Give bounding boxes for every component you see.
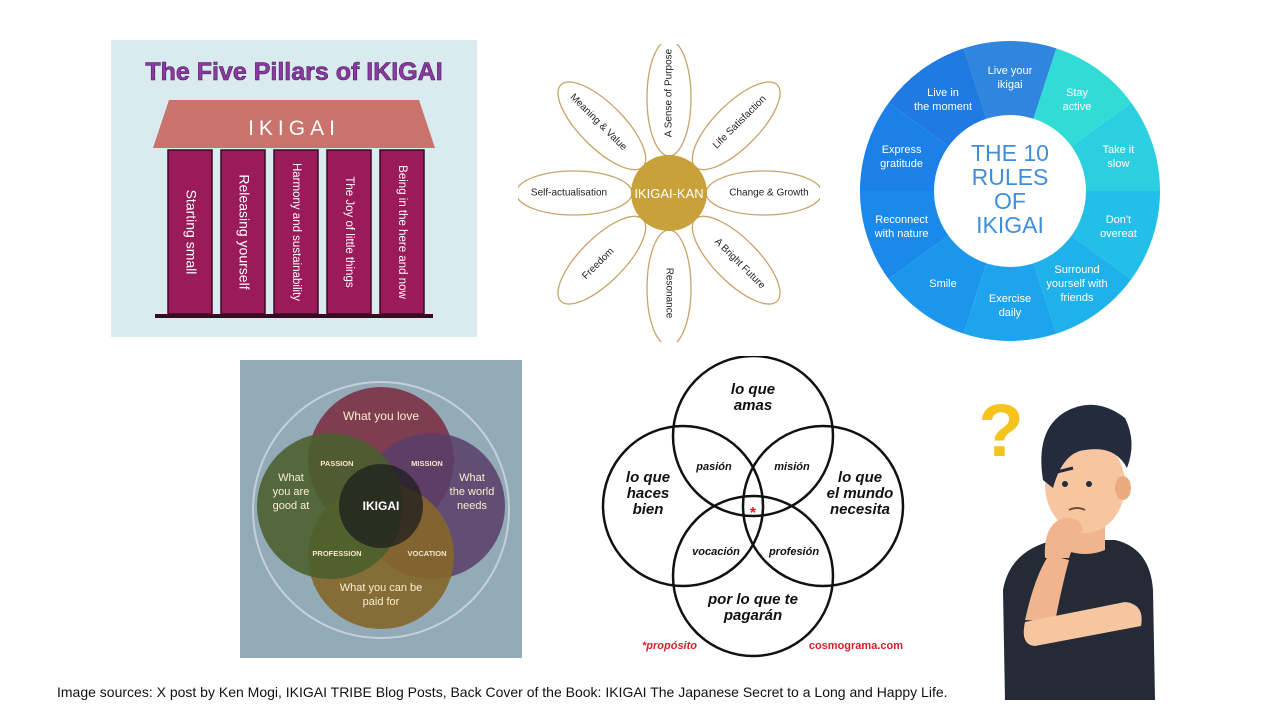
venn-profession: PROFESSION bbox=[312, 549, 361, 558]
flower-petal-label: Self-actualisation bbox=[531, 188, 607, 199]
es-site: cosmograma.com bbox=[809, 640, 903, 652]
venn-passion: PASSION bbox=[320, 459, 353, 468]
pillar-label: The Joy of little things bbox=[343, 176, 355, 287]
es-mision: misión bbox=[774, 461, 810, 473]
question-mark-icon: ? bbox=[978, 390, 1023, 472]
person-mouth bbox=[1068, 507, 1086, 511]
rules-title-line: THE 10 bbox=[971, 140, 1049, 166]
circle-pagaran bbox=[671, 494, 835, 658]
circle-amas bbox=[671, 354, 835, 518]
pillars-roof bbox=[153, 100, 435, 148]
rules-title-line: OF bbox=[994, 188, 1026, 214]
pillar-label: Starting small bbox=[183, 190, 199, 275]
person-crossed-arm bbox=[1023, 602, 1142, 646]
person-ear bbox=[1115, 476, 1131, 500]
flower-petal-label: A Sense of Purpose bbox=[664, 48, 675, 137]
es-vocacion: vocación bbox=[692, 546, 740, 558]
person-eye-left bbox=[1062, 481, 1068, 487]
venn-love-label: What you love bbox=[343, 409, 419, 423]
pillar-label: Releasing yourself bbox=[236, 174, 252, 289]
image-sources-caption: Image sources: X post by Ken Mogi, IKIGA… bbox=[57, 684, 948, 700]
es-profesion: profesión bbox=[768, 546, 819, 558]
rules-title-line: IKIGAI bbox=[976, 212, 1044, 238]
five-pillars-panel: The Five Pillars of IKIGAI IKIGAI Starti… bbox=[111, 40, 477, 337]
venn-outline bbox=[252, 381, 510, 639]
pillars-title: The Five Pillars of IKIGAI bbox=[145, 58, 442, 86]
person-brow bbox=[1056, 466, 1074, 474]
pillar-columns: Starting small Releasing yourself Harmony … bbox=[155, 149, 433, 318]
venn-mission: MISSION bbox=[411, 459, 443, 468]
rules-center-disc bbox=[934, 115, 1086, 267]
flower-center-label: IKIGAI-KAN bbox=[634, 186, 703, 201]
venn-center-label: IKIGAI bbox=[363, 499, 400, 513]
pillars-base bbox=[155, 314, 433, 318]
pillar-column bbox=[220, 149, 266, 315]
pillar-label: Harmony and sustainability bbox=[290, 163, 302, 301]
flower-petal-label: Resonance bbox=[663, 268, 674, 319]
pillars-roof-label: IKIGAI bbox=[248, 117, 340, 140]
pillar-label: Being in the here and now bbox=[396, 165, 408, 299]
person-hand bbox=[1044, 517, 1083, 558]
rules-title-line: RULES bbox=[972, 164, 1049, 190]
five-pillars-diagram: The Five Pillars of IKIGAI IKIGAI Starti… bbox=[111, 40, 477, 337]
circle-mundo bbox=[741, 424, 905, 588]
venn-vocation: VOCATION bbox=[407, 549, 446, 558]
venn-core bbox=[339, 464, 423, 548]
pillar-column bbox=[167, 149, 213, 315]
person-eye-right bbox=[1086, 481, 1092, 487]
thinking-person-illustration: ? bbox=[978, 389, 1155, 700]
rule-label: Smile bbox=[929, 278, 957, 290]
person-hair bbox=[1041, 404, 1132, 488]
thinking-person-panel: ? bbox=[965, 389, 1165, 700]
circle-bien bbox=[601, 424, 765, 588]
es-footnote: *propósito bbox=[642, 640, 697, 652]
es-pasion: pasión bbox=[695, 461, 732, 473]
es-center-mark: * bbox=[750, 505, 757, 522]
flower-petal-label: Change & Growth bbox=[729, 188, 809, 199]
flower-center bbox=[631, 155, 707, 231]
person-forearm bbox=[1025, 555, 1069, 622]
